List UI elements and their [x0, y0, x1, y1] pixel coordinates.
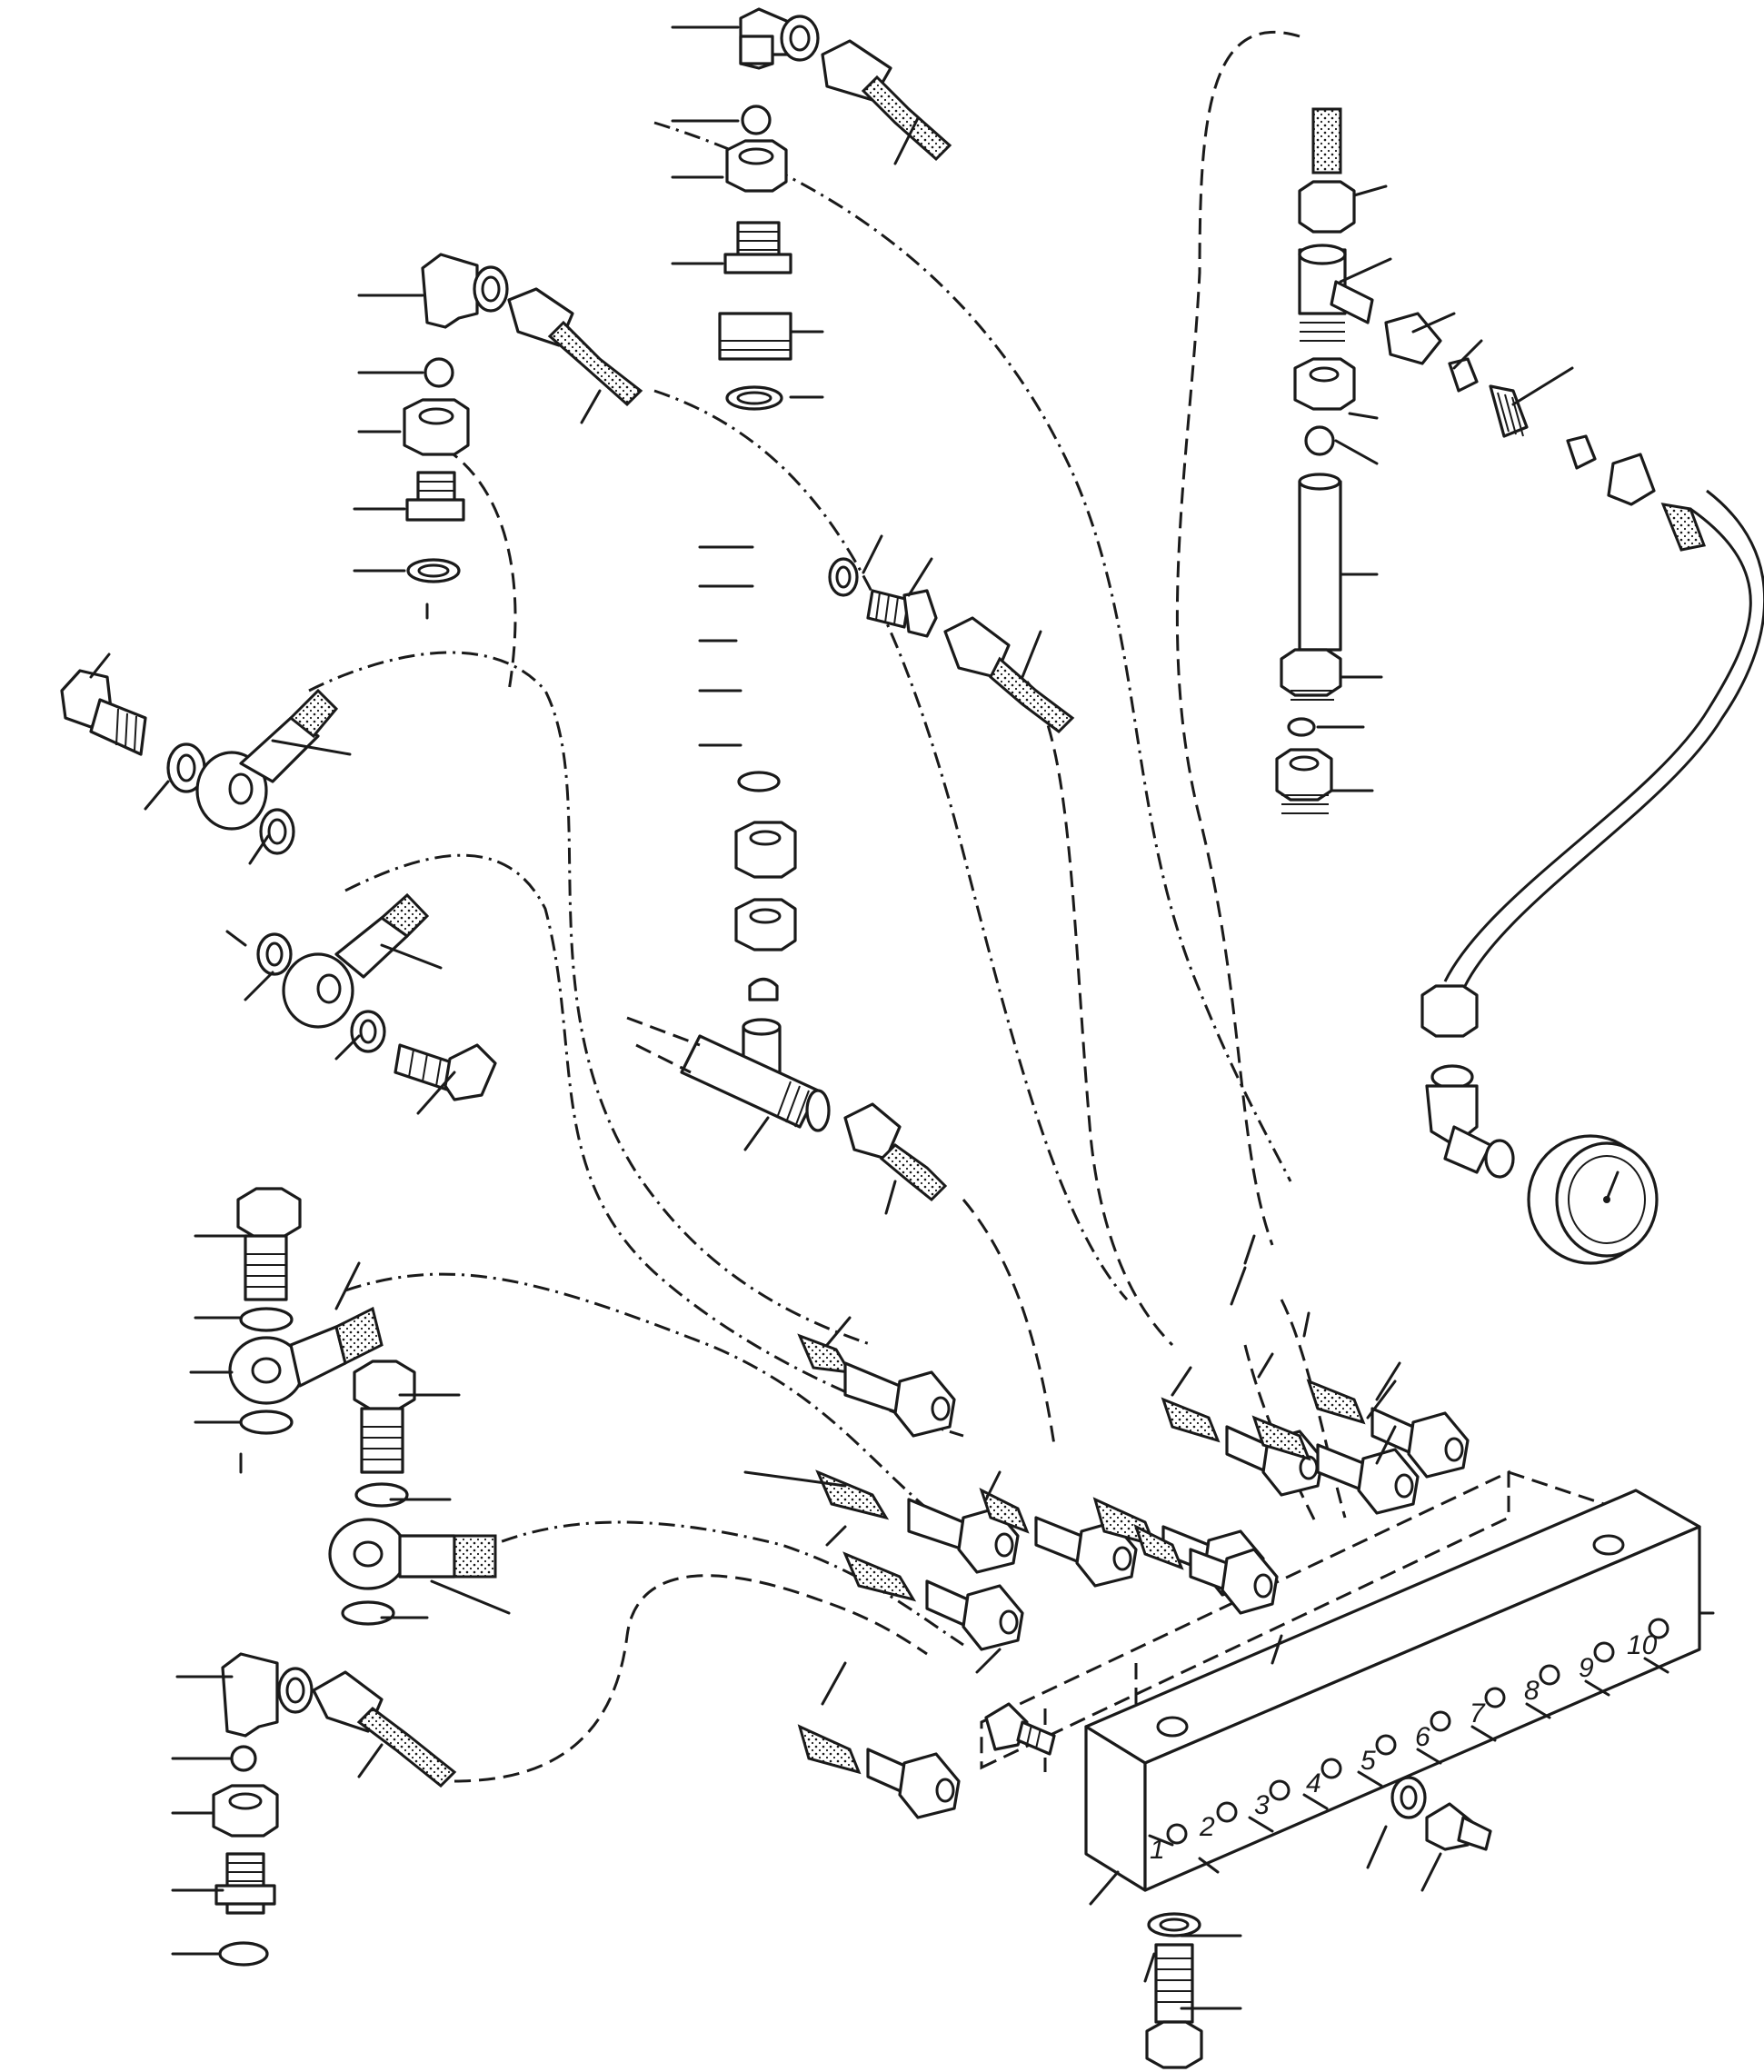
hose-end-10: [1133, 1524, 1279, 1615]
banjo-bolt-assembly-1: [60, 669, 339, 855]
hose-end-5: [979, 1488, 1138, 1588]
straight-coupling-assembly: [828, 557, 1075, 733]
port-number-9: 9: [1579, 1653, 1594, 1683]
hose-end-3: [842, 1551, 1024, 1651]
hose-end-1: [797, 1333, 956, 1438]
hose-end-9: [1306, 1379, 1470, 1479]
manifold-ports: [1166, 1618, 1669, 1845]
elbow-fitting-assembly-lower-left: [212, 1652, 457, 1967]
elbow-fitting-assembly-top: [718, 7, 952, 411]
banjo-bolt-assembly-3: [228, 1187, 384, 1435]
manifold-plug-and-bolt: [1145, 1776, 1492, 2069]
tee-fitting-assembly: [626, 771, 948, 1202]
port-number-4: 4: [1306, 1768, 1321, 1798]
gauge-tee-assembly: [1275, 107, 1707, 814]
port-number-8: 8: [1524, 1676, 1540, 1706]
hose-end-4: [797, 1724, 961, 1819]
adapter-nipple: [984, 1702, 1056, 1756]
leader-lines: [89, 25, 1715, 2010]
port-number-10: 10: [1627, 1630, 1658, 1660]
port-number-7: 7: [1470, 1698, 1486, 1728]
hose-end-8: [1251, 1415, 1420, 1515]
port-number-5: 5: [1360, 1746, 1376, 1776]
port-number-1: 1: [1150, 1835, 1165, 1865]
banjo-bolt-assembly-4: [328, 1360, 497, 1626]
pressure-gauge: [1420, 984, 1659, 1265]
banjo-bolt-assembly-2: [256, 892, 497, 1101]
distribution-manifold: 1 2 3 4 5 6 7 8 9 10: [980, 1469, 1701, 1892]
port-number-6: 6: [1415, 1722, 1430, 1752]
manifold-port-numbers: 1 2 3 4 5 6 7 8 9 10: [1150, 1630, 1658, 1865]
elbow-fitting-assembly-upper-left: [403, 253, 643, 583]
port-number-3: 3: [1254, 1790, 1270, 1820]
port-number-2: 2: [1199, 1812, 1215, 1842]
hose-ends-to-manifold: [797, 1333, 1470, 1819]
